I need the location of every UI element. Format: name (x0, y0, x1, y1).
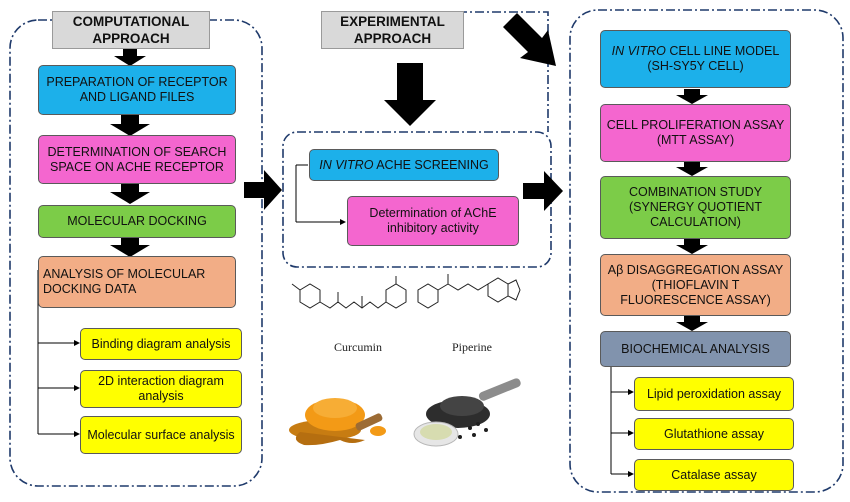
prep-files-label: PREPARATION OF RECEPTOR AND LIGAND FILES (46, 75, 228, 104)
disaggregation-assay-step: Aβ DISAGGREGATION ASSAY (THIOFLAVIN T FL… (600, 254, 791, 316)
piperine-label: Piperine (452, 340, 492, 354)
cell-line-model-rest: CELL LINE MODEL (SH-SY5Y CELL) (647, 44, 780, 73)
molecular-surface-box: Molecular surface analysis (80, 416, 242, 454)
computational-connector-heads (74, 340, 80, 437)
screening-to-invitro-arrow (523, 171, 563, 211)
cell-line-model-step: IN VITRO CELL LINE MODEL (SH-SY5Y CELL) (600, 30, 791, 88)
computational-down-arrows (110, 48, 150, 257)
prep-files-step: PREPARATION OF RECEPTOR AND LIGAND FILES (38, 65, 236, 115)
ache-screening-label: IN VITRO ACHE SCREENING (319, 158, 488, 173)
invitro-down-arrows (676, 89, 708, 331)
lipid-peroxidation-label: Lipid peroxidation assay (646, 386, 782, 401)
cell-line-model-label: IN VITRO CELL LINE MODEL (SH-SY5Y CELL) (605, 44, 786, 74)
curcumin-structure (291, 276, 407, 309)
catalase-label: Catalase assay (671, 467, 757, 482)
interaction-diagram-box: 2D interaction diagram analysis (80, 370, 242, 408)
search-space-label: DETERMINATION OF SEARCH SPACE ON ACHE RE… (47, 144, 227, 174)
experimental-to-invitro-arrow (503, 13, 556, 66)
turmeric-image (289, 398, 386, 446)
computational-header: COMPUTATIONAL APPROACH (52, 11, 210, 49)
molecular-surface-label: Molecular surface analysis (87, 427, 235, 442)
binding-diagram-box: Binding diagram analysis (80, 328, 242, 360)
ache-screening-step: IN VITRO ACHE SCREENING (309, 149, 499, 181)
invitro-connector-heads (628, 389, 634, 477)
invitro-frame (569, 9, 844, 493)
combination-study-label: COMBINATION STUDY (SYNERGY QUOTIENT CALC… (628, 185, 763, 229)
inhibitory-activity-step: Determination of AChE inhibitory activit… (347, 196, 519, 246)
molecular-docking-step: MOLECULAR DOCKING (38, 205, 236, 238)
biochemical-analysis-step: BIOCHEMICAL ANALYSIS (600, 331, 791, 367)
biochemical-analysis-label: BIOCHEMICAL ANALYSIS (621, 341, 770, 356)
search-space-step: DETERMINATION OF SEARCH SPACE ON ACHE RE… (38, 135, 236, 184)
mtt-assay-step: CELL PROLIFERATION ASSAY (MTT ASSAY) (600, 104, 791, 162)
computational-to-screening-arrow (244, 170, 282, 210)
experimental-down-arrow (384, 63, 436, 126)
panel-arrows (244, 13, 563, 211)
binding-diagram-label: Binding diagram analysis (91, 336, 231, 351)
curcumin-label: Curcumin (334, 340, 382, 354)
experimental-header-label: EXPERIMENTAL APPROACH (340, 14, 445, 46)
ache-screening-rest: ACHE SCREENING (373, 157, 489, 172)
combination-study-step: COMBINATION STUDY (SYNERGY QUOTIENT CALC… (600, 176, 791, 239)
screening-connector (295, 164, 340, 223)
glutathione-label: Glutathione assay (663, 426, 765, 441)
ache-screening-italic: IN VITRO (319, 157, 374, 172)
screening-frame (282, 131, 552, 268)
mtt-assay-label: CELL PROLIFERATION ASSAY (MTT ASSAY) (606, 118, 785, 147)
docking-analysis-label: ANALYSIS OF MOLECULAR DOCKING DATA (43, 267, 206, 296)
disaggregation-assay-label: Aβ DISAGGREGATION ASSAY (THIOFLAVIN T FL… (607, 262, 784, 307)
docking-analysis-step: ANALYSIS OF MOLECULAR DOCKING DATA (38, 256, 236, 308)
molecular-docking-label: MOLECULAR DOCKING (67, 214, 207, 228)
interaction-diagram-label: 2D interaction diagram analysis (98, 374, 224, 403)
piperine-structure (417, 274, 521, 309)
lipid-peroxidation-box: Lipid peroxidation assay (634, 377, 794, 411)
pepper-image (413, 378, 521, 447)
catalase-box: Catalase assay (634, 459, 794, 491)
computational-header-label: COMPUTATIONAL APPROACH (72, 14, 190, 46)
experimental-header: EXPERIMENTAL APPROACH (321, 11, 464, 49)
inhibitory-activity-label: Determination of AChE inhibitory activit… (369, 206, 497, 235)
cell-line-model-italic: IN VITRO (611, 44, 666, 58)
invitro-connectors (610, 367, 628, 475)
glutathione-box: Glutathione assay (634, 418, 794, 450)
